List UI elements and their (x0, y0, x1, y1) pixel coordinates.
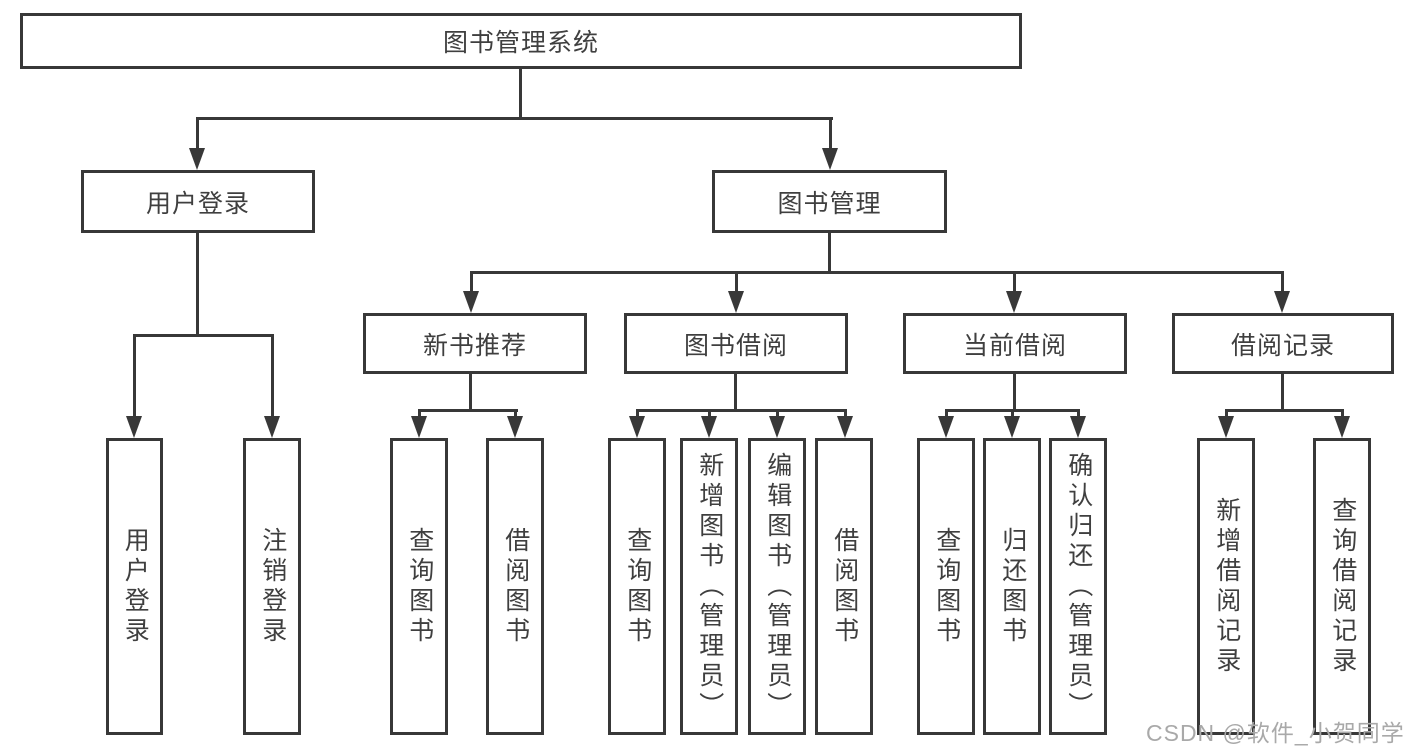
node-leaf-bb-query-book: 查询图书 (608, 438, 666, 735)
connector-user-login-branch (133, 334, 274, 337)
arrowhead-br-add (1218, 416, 1234, 438)
arrowhead-br-query (1334, 416, 1350, 438)
arrowhead-leaf-logout (264, 416, 280, 438)
connector-user-login-shaft (196, 117, 199, 153)
arrowhead-book-borrow (728, 291, 744, 313)
arrowhead-cb-confirm (1070, 416, 1086, 438)
arrowhead-bb-borrow (837, 416, 853, 438)
arrowhead-borrow-record (1274, 291, 1290, 313)
arrowhead-nbr-borrow (507, 416, 523, 438)
node-leaf-bb-borrow-book: 借阅图书 (815, 438, 873, 735)
node-leaf-logout: 注销登录 (243, 438, 301, 735)
arrowhead-leaf-login (126, 416, 142, 438)
connector-cb-stem (1013, 373, 1016, 411)
connector-bb-stem (734, 373, 737, 411)
arrowhead-book-mgmt (822, 148, 838, 170)
node-root: 图书管理系统 (20, 13, 1022, 69)
connector-book-mgmt-stem (828, 232, 831, 274)
connector-br-stem (1281, 373, 1284, 411)
connector-nbr-stem (469, 373, 472, 411)
node-new-book-recommend: 新书推荐 (363, 313, 587, 374)
connector-current-borrow-shaft (1013, 271, 1016, 295)
node-leaf-user-login: 用户登录 (106, 438, 163, 735)
node-borrow-record: 借阅记录 (1172, 313, 1394, 374)
connector-book-mgmt-branch (470, 271, 1284, 274)
node-current-borrow: 当前借阅 (903, 313, 1127, 374)
connector-user-login-stem (196, 232, 199, 335)
node-leaf-cb-return-book: 归还图书 (983, 438, 1041, 735)
csdn-watermark: CSDN @软件_小贺同学 (1146, 720, 1405, 746)
node-leaf-nbr-borrow-book: 借阅图书 (486, 438, 544, 735)
connector-book-mgmt-shaft (829, 117, 832, 153)
node-book-borrow: 图书借阅 (624, 313, 848, 374)
connector-book-borrow-shaft (735, 271, 738, 295)
node-leaf-bb-add-book: 新增图书（管理员） (680, 438, 738, 735)
node-user-login: 用户登录 (81, 170, 315, 233)
arrowhead-new-book (463, 291, 479, 313)
connector-nbr-branch (418, 409, 518, 412)
node-leaf-br-add-record: 新增借阅记录 (1197, 438, 1255, 735)
node-book-management: 图书管理 (712, 170, 947, 233)
connector-bb-branch (636, 409, 847, 412)
arrowhead-user-login (189, 148, 205, 170)
connector-borrow-record-shaft (1281, 271, 1284, 295)
arrowhead-bb-edit (769, 416, 785, 438)
connector-root-branch (196, 117, 833, 120)
connector-new-book-shaft (470, 271, 473, 295)
connector-root-stem (519, 68, 522, 118)
connector-br-branch (1225, 409, 1344, 412)
arrowhead-cb-return (1004, 416, 1020, 438)
node-leaf-bb-edit-book: 编辑图书（管理员） (748, 438, 806, 735)
node-leaf-nbr-query-book: 查询图书 (390, 438, 448, 735)
connector-leaf-logout-shaft (271, 334, 274, 420)
arrowhead-bb-add (701, 416, 717, 438)
node-leaf-br-query-record: 查询借阅记录 (1313, 438, 1371, 735)
arrowhead-cb-query (938, 416, 954, 438)
node-leaf-cb-query-book: 查询图书 (917, 438, 975, 735)
arrowhead-bb-query (629, 416, 645, 438)
arrowhead-current-borrow (1006, 291, 1022, 313)
node-leaf-cb-confirm-return: 确认归还（管理员） (1049, 438, 1107, 735)
connector-leaf-login-shaft (133, 334, 136, 420)
arrowhead-nbr-query (411, 416, 427, 438)
